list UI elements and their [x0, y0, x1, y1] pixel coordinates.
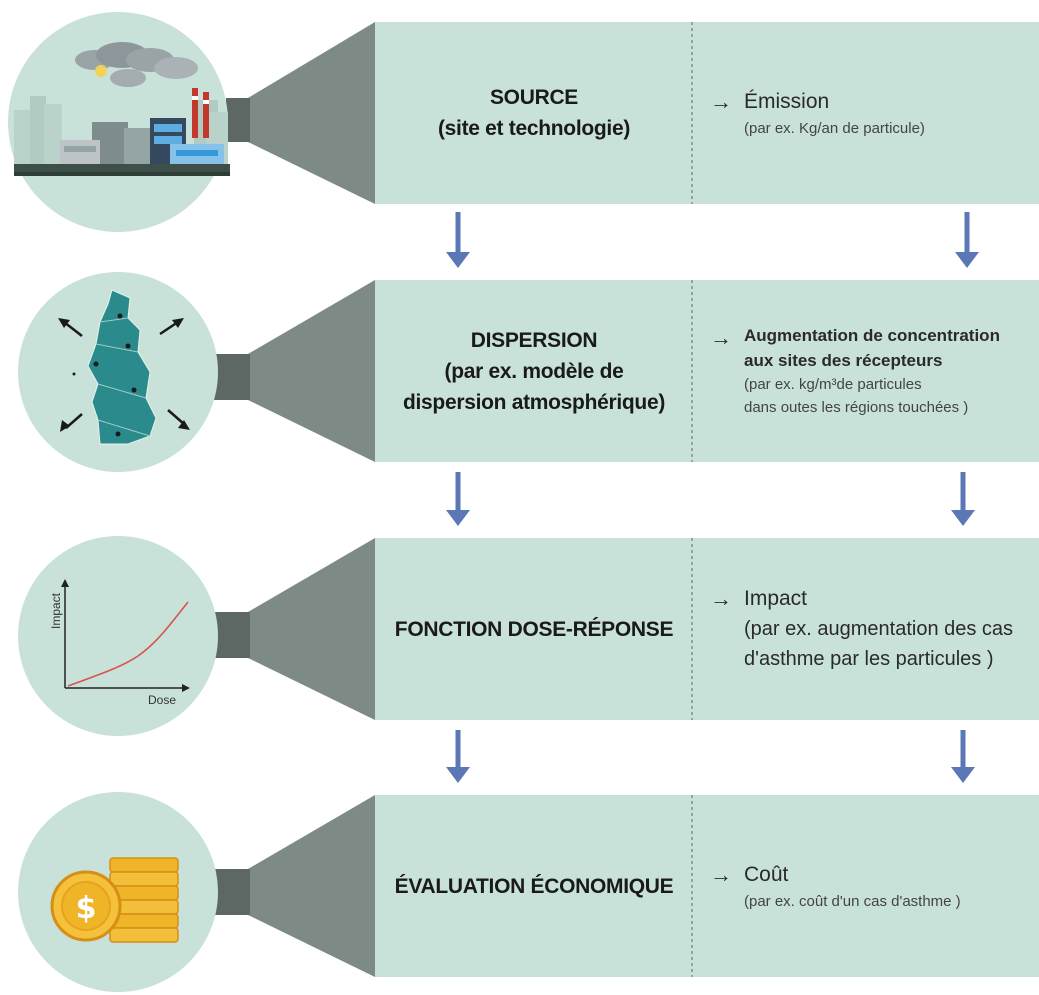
right-arrow-icon: →: [710, 325, 732, 350]
coins-icon: $: [50, 857, 179, 943]
stage-title-line: SOURCE: [489, 86, 579, 109]
stage-panel-dose-response: [375, 538, 1039, 720]
funnel-shape: [248, 795, 375, 977]
down-arrow-right-3: [951, 730, 975, 783]
result-detail: d'asthme par les particules ): [744, 648, 994, 670]
stage-row-dispersion: [18, 272, 1039, 472]
stage-title-line: dispersion atmosphérique): [402, 390, 666, 414]
stage-result-dispersion: → Augmentation de concentration aux site…: [710, 280, 1030, 462]
down-arrow-left-3: [446, 730, 470, 783]
right-arrow-icon: →: [710, 586, 732, 611]
down-arrow-left-2: [446, 472, 470, 526]
result-title: Impact: [744, 587, 808, 610]
funnel-shape: [248, 22, 375, 204]
factory-icon: [14, 42, 230, 176]
result-heading: → Impact: [710, 584, 1030, 614]
result-detail: dans outes les régions touchées ): [744, 399, 969, 416]
stage-title-line: (site et technologie): [437, 117, 631, 140]
result-detail: (par ex. kg/m³de particules: [744, 376, 922, 393]
result-title: Émission: [744, 89, 830, 113]
stage-title-economic: ÉVALUATION ÉCONOMIQUE: [376, 795, 692, 977]
right-arrow-icon: →: [710, 88, 732, 114]
stage-row-economic: $: [18, 792, 1039, 992]
result-detail: (par ex. Kg/an de particule): [744, 119, 925, 137]
stage-result-dose-response: → Impact (par ex. augmentation des cas d…: [710, 538, 1030, 720]
stage-title-dose-response: FONCTION DOSE-RÉPONSE: [376, 538, 692, 720]
result-title-line: aux sites des récepteurs: [744, 351, 943, 370]
stage-title-line: ÉVALUATION ÉCONOMIQUE: [394, 874, 674, 898]
stage-title-line: DISPERSION: [470, 328, 598, 352]
result-heading: → Coût: [710, 860, 1030, 890]
stage-panel-economic: [375, 795, 1039, 977]
stage-panel-dispersion: [375, 280, 1039, 462]
dose-response-chart-icon: [61, 579, 190, 692]
result-title: Augmentation de concentration aux sites …: [744, 323, 1000, 373]
funnel-shape: [248, 538, 375, 720]
funnel-neck: [226, 98, 250, 142]
chart-y-axis-label: Impact: [49, 593, 63, 630]
result-detail: (par ex. augmentation des cas: [744, 618, 1014, 640]
right-arrow-icon: →: [710, 861, 732, 887]
result-detail: (par ex. coût d'un cas d'asthme ): [744, 892, 961, 910]
stage-title-dispersion: DISPERSION (par ex. modèle de dispersion…: [376, 280, 692, 462]
result-title: Coût: [744, 862, 789, 886]
down-arrow-right-1: [955, 212, 979, 268]
map-dispersion-icon: [58, 289, 190, 445]
chart-x-axis-label: Dose: [148, 693, 177, 707]
stage-result-source: → Émission (par ex. Kg/an de particule): [710, 22, 1030, 204]
stage-row-source: [8, 12, 1039, 232]
stage-result-economic: → Coût (par ex. coût d'un cas d'asthme ): [710, 795, 1030, 977]
stage-row-dose-response: [18, 536, 1039, 736]
stage-title-line: FONCTION DOSE-RÉPONSE: [394, 617, 674, 641]
result-title-line: Augmentation de concentration: [744, 326, 1000, 345]
funnel-shape: [248, 280, 375, 462]
svg-text:$: $: [76, 891, 97, 926]
stage-panel-source: [375, 22, 1039, 204]
result-heading: → Augmentation de concentration aux site…: [710, 323, 1030, 373]
down-arrow-right-2: [951, 472, 975, 526]
stage-title-source: SOURCE (site et technologie): [376, 22, 692, 204]
result-heading: → Émission: [710, 87, 1030, 117]
stage-title-line: (par ex. modèle de: [444, 359, 624, 383]
down-arrow-left-1: [446, 212, 470, 268]
